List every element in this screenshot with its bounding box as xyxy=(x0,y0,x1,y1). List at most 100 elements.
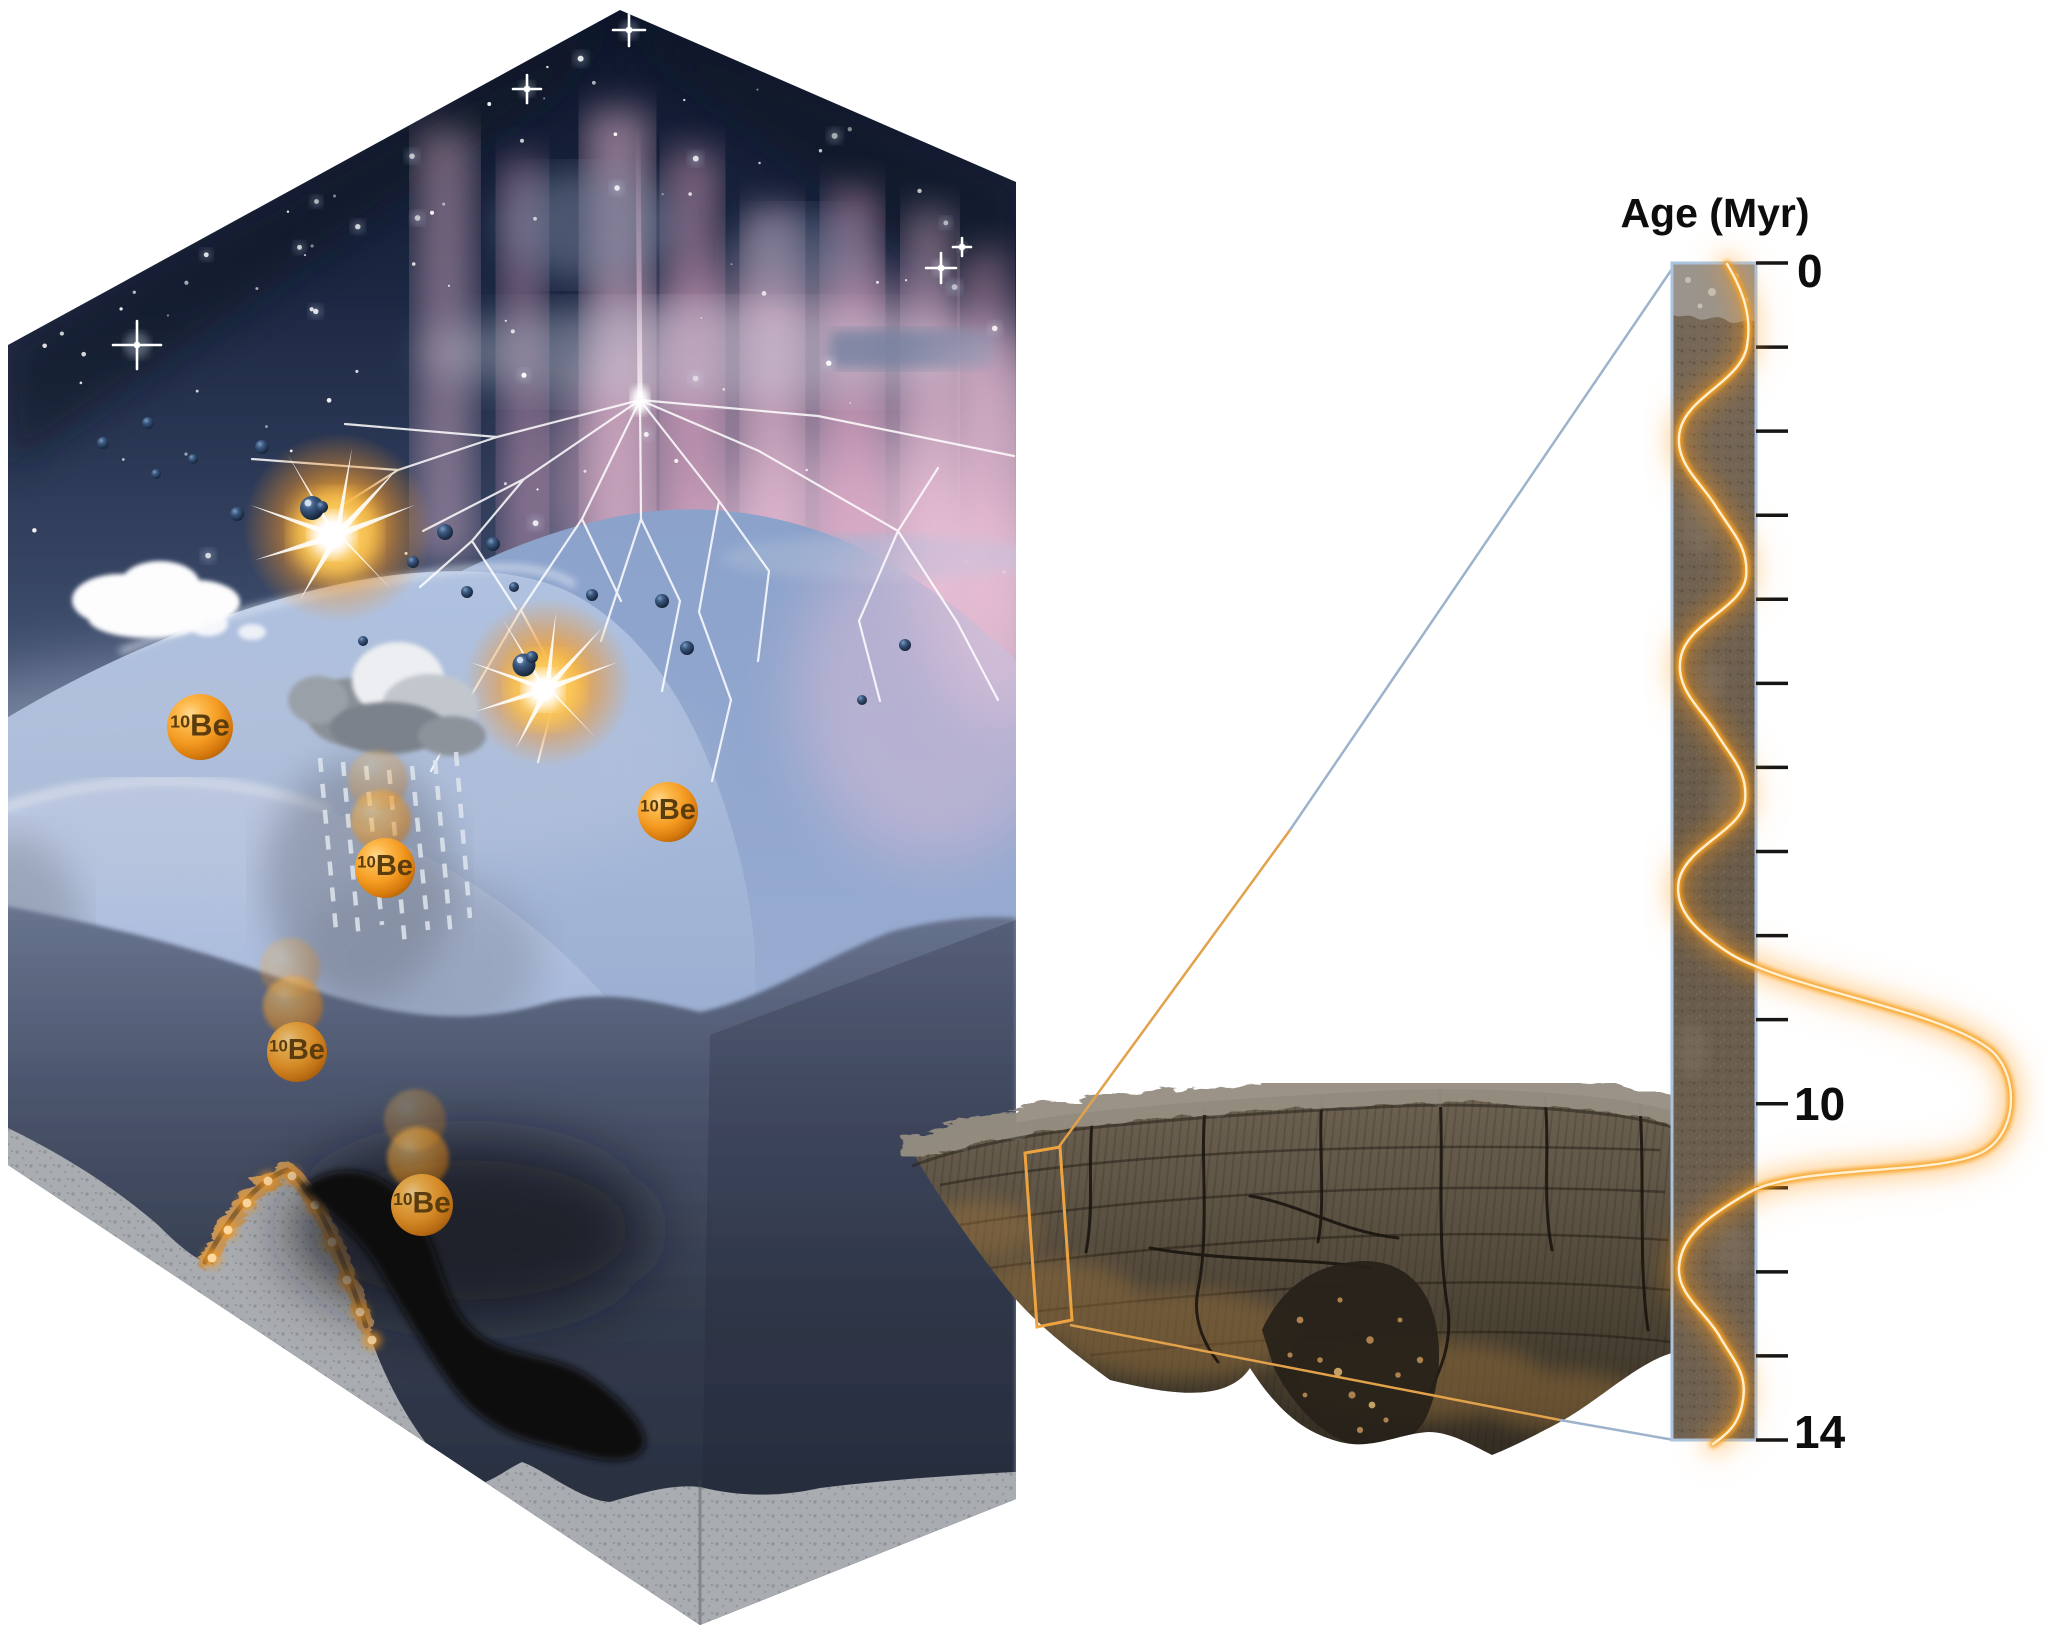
star xyxy=(761,291,767,296)
cave-shadow-water xyxy=(290,1140,650,1320)
be10-mass-number: 10 xyxy=(357,852,376,872)
star xyxy=(536,488,539,491)
star xyxy=(42,343,47,349)
star xyxy=(577,55,584,62)
star xyxy=(166,314,170,317)
star xyxy=(546,65,549,69)
aurora-wash-edge xyxy=(910,320,1016,720)
star xyxy=(503,482,507,486)
star xyxy=(951,284,958,291)
star xyxy=(510,329,515,334)
star xyxy=(917,188,922,194)
star xyxy=(326,397,332,403)
star xyxy=(818,149,823,153)
age-axis-title: Age (Myr) xyxy=(1620,190,1810,236)
star xyxy=(849,401,852,404)
be10-symbol: Be xyxy=(412,1186,451,1220)
rock-knob-gold-specks xyxy=(1287,1297,1424,1434)
star xyxy=(643,432,649,438)
primary-cosmic-ray-beam xyxy=(635,124,643,399)
sparkle-star-icon xyxy=(611,12,647,48)
star xyxy=(310,244,314,248)
star xyxy=(904,279,908,282)
age-tick-label-10: 10 xyxy=(1794,1078,1846,1130)
star xyxy=(722,387,726,391)
star xyxy=(409,153,415,159)
star xyxy=(203,252,209,258)
star xyxy=(504,319,507,322)
be10-mass-number: 10 xyxy=(170,711,191,732)
star xyxy=(119,307,123,311)
seafloor-cave xyxy=(300,1170,645,1461)
star xyxy=(195,389,199,393)
age-tick-label-0: 0 xyxy=(1797,245,1823,297)
sparkle-star-icon xyxy=(511,73,543,105)
be10-label-3: 10Be xyxy=(357,850,413,883)
star xyxy=(831,132,838,139)
be10-symbol: Be xyxy=(658,794,696,827)
be10-label-2: 10Be xyxy=(640,794,696,827)
be10-sphere-atmosphere xyxy=(167,694,233,760)
sparkle-star-icon xyxy=(111,319,163,371)
star xyxy=(355,369,359,373)
star xyxy=(81,351,87,357)
be10-label-5: 10Be xyxy=(393,1187,451,1221)
star xyxy=(313,308,319,315)
sky-edge-shade-left xyxy=(8,10,620,470)
star xyxy=(521,372,527,378)
star xyxy=(583,469,587,473)
age-axis-ticks xyxy=(1756,261,1788,1442)
star xyxy=(265,425,268,428)
star xyxy=(184,452,188,456)
earth-block-scene xyxy=(8,10,1016,1625)
rock-top-crust xyxy=(898,1075,1690,1164)
rain-cloud xyxy=(288,642,486,756)
star xyxy=(688,192,692,196)
star xyxy=(32,528,37,533)
star xyxy=(692,375,699,382)
rock-knob xyxy=(1262,1260,1440,1448)
star xyxy=(613,132,618,137)
star xyxy=(661,192,664,196)
star xyxy=(355,223,361,230)
star xyxy=(756,88,759,91)
star xyxy=(730,263,733,266)
be10-concentration-curve xyxy=(1663,249,2026,1459)
star xyxy=(692,155,699,162)
be10-symbol: Be xyxy=(190,707,230,743)
star xyxy=(847,127,852,132)
sky-cloud-smudge xyxy=(500,170,680,280)
star xyxy=(674,458,679,464)
star xyxy=(758,161,761,165)
star xyxy=(121,458,125,461)
star xyxy=(532,520,539,527)
seafloor xyxy=(8,1128,1016,1625)
be10-mass-number: 10 xyxy=(640,796,659,816)
star xyxy=(826,360,832,366)
star xyxy=(297,244,303,250)
star xyxy=(442,202,446,206)
star xyxy=(255,287,259,291)
be10-symbol: Be xyxy=(287,1034,325,1067)
star xyxy=(205,552,211,559)
sparkle-star-icon xyxy=(193,138,217,162)
be10-mass-number: 10 xyxy=(393,1188,413,1209)
star xyxy=(430,210,435,215)
star xyxy=(286,210,290,213)
star xyxy=(309,307,314,312)
star xyxy=(303,254,306,257)
zoom-linkage xyxy=(1023,265,1676,1442)
star xyxy=(447,284,450,287)
be10-sphere-air xyxy=(638,782,698,842)
sparkle-star-icon xyxy=(924,251,958,285)
star xyxy=(591,80,596,85)
spallation-burst-1 xyxy=(243,433,433,623)
secondary-particles xyxy=(97,417,911,705)
star xyxy=(614,185,620,191)
sample-strip-rectangle xyxy=(1023,1145,1074,1329)
star xyxy=(543,97,546,100)
star xyxy=(332,194,337,198)
sparkle-star-icon xyxy=(951,236,973,258)
